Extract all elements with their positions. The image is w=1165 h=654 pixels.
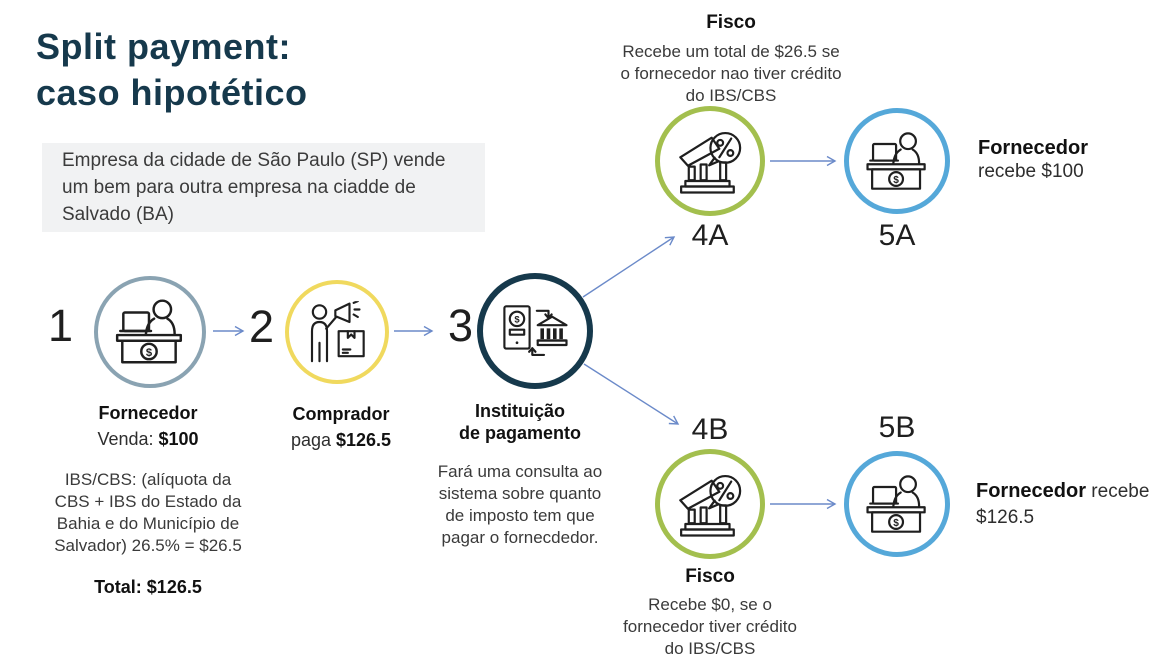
- branch-b-fisco-note: Recebe $0, se o fornecedor tiver crédito…: [623, 595, 797, 654]
- node-label-5a: 5A: [878, 219, 916, 252]
- step1-caption: Fornecedor Venda: $100 IBS/CBS: (alíquot…: [38, 402, 258, 598]
- branch-b-outcome-bold: Fornecedor: [976, 480, 1087, 502]
- step1-name: Fornecedor: [98, 403, 198, 423]
- step2-pay-prefix: paga: [290, 430, 336, 450]
- title-line2: caso hipotético: [36, 72, 308, 113]
- branch-a-fornecedor-circle: [844, 108, 950, 214]
- branch-a-fisco-caption: Fisco Recebe um total de $26.5 se o forn…: [606, 12, 856, 107]
- node-label-4b: 4B: [691, 413, 729, 446]
- step3-circle: [477, 273, 593, 389]
- step2-pay: paga $126.5: [251, 430, 431, 451]
- branch-b-fisco-caption: Fisco Recebe $0, se o fornecedor tiver c…: [600, 566, 820, 654]
- branch-b-fornecedor-circle: [844, 451, 950, 557]
- branch-a-outcome: Fornecedor recebe $100: [978, 136, 1165, 184]
- step2-circle: [285, 280, 389, 384]
- branch-a-fisco-circle: [655, 106, 765, 216]
- step3-number: 3: [448, 300, 474, 351]
- step1-number: 1: [48, 300, 74, 351]
- branch-a-outcome-rest: recebe $100: [978, 161, 1084, 182]
- branch-b-fisco-circle: [655, 449, 765, 559]
- bank-percent-icon: [669, 125, 751, 198]
- person-at-desk-icon: [862, 474, 932, 535]
- title-line1: Split payment:: [36, 26, 292, 67]
- arrow-step3-to-4a: [582, 236, 676, 298]
- node-label-4a: 4A: [691, 219, 729, 252]
- step1-sale: Venda: $100: [38, 429, 258, 450]
- step2-name: Comprador: [292, 404, 390, 424]
- branch-b-outcome-rest: recebe $126.5: [976, 481, 1150, 528]
- step1-sale-prefix: Venda:: [97, 429, 159, 449]
- branch-b-outcome: Fornecedor recebe $126.5: [976, 478, 1165, 531]
- branch-a-fisco-title: Fisco: [706, 12, 756, 33]
- intro-text: Empresa da cidade de São Paulo (SP) vend…: [62, 150, 446, 225]
- step1-sale-value: $100: [158, 429, 199, 449]
- step3-name-line1: Instituição: [474, 401, 565, 421]
- intro-box: Empresa da cidade de São Paulo (SP) vend…: [42, 143, 485, 232]
- person-at-desk-icon: [111, 298, 189, 366]
- payment-terminal-bank-exchange-icon: [497, 300, 573, 363]
- step1-circle: [94, 276, 206, 388]
- page-title: Split payment: caso hipotético: [36, 24, 308, 116]
- step2-number: 2: [249, 301, 275, 352]
- node-label-5b: 5B: [878, 411, 916, 444]
- step2-caption: Comprador paga $126.5: [251, 403, 431, 451]
- step3-note: Fará uma consulta ao sistema sobre quant…: [437, 462, 603, 547]
- step1-tax-note: IBS/CBS: (alíquota da CBS + IBS do Estad…: [54, 470, 242, 555]
- arrow-step3-to-4b: [583, 363, 680, 425]
- branch-a-outcome-bold: Fornecedor: [978, 137, 1089, 159]
- step2-pay-value: $126.5: [335, 430, 392, 450]
- bank-percent-icon: [669, 468, 751, 541]
- branch-a-fisco-note: Recebe um total de $26.5 se o fornecedor…: [620, 42, 842, 105]
- buyer-megaphone-box-icon: [302, 301, 372, 363]
- step3-name-line2: de pagamento: [458, 423, 582, 443]
- step1-total: Total: $126.5: [94, 577, 202, 597]
- person-at-desk-icon: [862, 131, 932, 192]
- branch-b-fisco-title: Fisco: [685, 566, 735, 587]
